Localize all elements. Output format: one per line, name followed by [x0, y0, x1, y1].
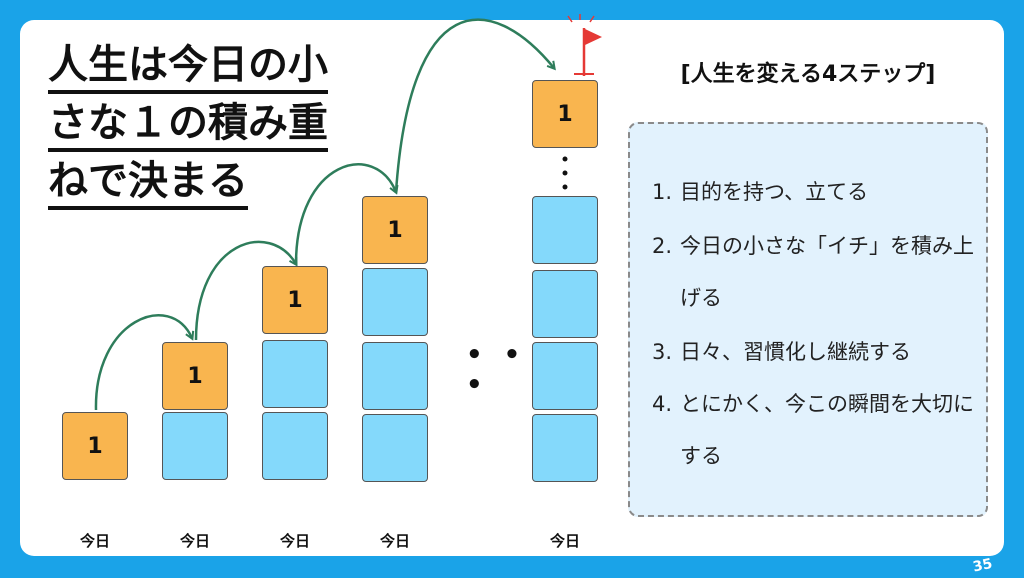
- day-label: 今日: [79, 532, 110, 550]
- step-text: 日々、習慣化し継続する: [680, 340, 911, 364]
- step-number: 1.: [652, 180, 673, 204]
- block-blue: [532, 270, 598, 338]
- block-blue: [362, 414, 428, 482]
- title-line-2: さな１の積み重: [48, 100, 328, 152]
- curved-arrow-icon: [294, 163, 396, 265]
- block-orange: 1: [362, 196, 428, 264]
- block-orange: 1: [162, 342, 228, 410]
- curved-arrow-icon: [394, 18, 554, 193]
- vertical-ellipsis: [562, 156, 568, 190]
- curved-arrow-icon: [194, 240, 296, 341]
- steps-heading: [人生を変える4ステップ]: [680, 62, 936, 87]
- day-label: 今日: [279, 532, 310, 550]
- block-blue: [532, 196, 598, 264]
- step-item: 4. とにかく、今この瞬間を大切にする: [652, 378, 982, 482]
- day-label: 今日: [379, 532, 410, 550]
- step-number: 4.: [652, 392, 673, 416]
- block-blue: [362, 268, 428, 336]
- step-item: 1. 目的を持つ、立てる: [652, 166, 982, 218]
- block-blue: [162, 412, 228, 480]
- step-item: 2. 今日の小さな「イチ」を積み上げる: [652, 220, 982, 324]
- block-blue: [532, 414, 598, 482]
- step-text: とにかく、今この瞬間を大切にする: [680, 392, 974, 468]
- block-orange: 1: [532, 80, 598, 148]
- block-orange: 1: [62, 412, 128, 480]
- step-number: 3.: [652, 340, 673, 364]
- title-line-3: ねで決まる: [48, 158, 248, 210]
- day-label: 今日: [549, 532, 580, 550]
- steps-box: 1. 目的を持つ、立てる 2. 今日の小さな「イチ」を積み上げる 3. 日々、習…: [628, 122, 988, 517]
- step-text: 今日の小さな「イチ」を積み上げる: [680, 234, 974, 310]
- progress-arrows: [94, 14, 602, 411]
- step-number: 2.: [652, 234, 673, 258]
- title-line-1: 人生は今日の小: [48, 42, 328, 94]
- day-label: 今日: [179, 532, 210, 550]
- block-blue: [262, 340, 328, 408]
- block-blue: [262, 412, 328, 480]
- block-blue: [362, 342, 428, 410]
- block-orange: 1: [262, 266, 328, 334]
- curved-arrow-icon: [94, 314, 192, 411]
- horizontal-ellipsis: • • •: [466, 340, 527, 400]
- step-item: 3. 日々、習慣化し継続する: [652, 326, 982, 378]
- flag-icon: [567, 14, 602, 76]
- step-text: 目的を持つ、立てる: [680, 180, 869, 204]
- block-blue: [532, 342, 598, 410]
